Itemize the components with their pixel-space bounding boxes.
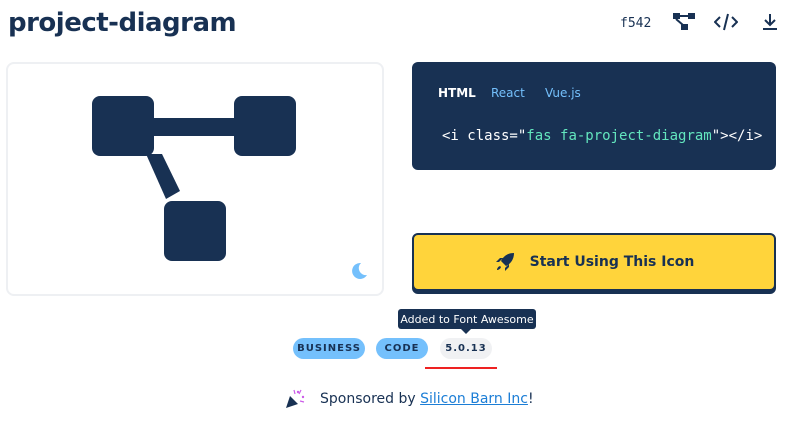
project-diagram-icon	[92, 96, 296, 261]
version-underline	[425, 367, 497, 369]
tab-vue[interactable]: Vue.js	[545, 86, 581, 100]
party-popper-icon	[286, 389, 305, 408]
project-diagram-icon[interactable]	[672, 10, 696, 34]
snippet-open: <i class="	[442, 128, 527, 144]
sponsor-line: Sponsored by Silicon Barn Inc!	[284, 388, 534, 410]
unicode-value[interactable]: f542	[620, 16, 652, 31]
download-icon[interactable]	[758, 10, 782, 34]
code-panel: HTML React Vue.js <i class="fas fa-proje…	[412, 62, 776, 170]
rocket-icon	[495, 253, 514, 271]
version-badge[interactable]: 5.0.13	[440, 338, 492, 359]
icon-preview	[6, 62, 384, 296]
snippet-class: fas fa-project-diagram	[526, 128, 712, 144]
dark-mode-toggle-icon[interactable]	[350, 262, 368, 280]
tab-react[interactable]: React	[491, 86, 525, 100]
sponsor-suffix: !	[527, 391, 534, 407]
page-title: project-diagram	[8, 8, 237, 38]
sponsor-prefix: Sponsored by	[320, 391, 421, 407]
tag-business[interactable]: BUSINESS	[293, 338, 365, 359]
tab-html[interactable]: HTML	[438, 86, 476, 100]
tag-code[interactable]: CODE	[376, 338, 428, 359]
start-using-button[interactable]: Start Using This Icon	[412, 233, 776, 291]
code-snippet[interactable]: <i class="fas fa-project-diagram"></i>	[442, 128, 762, 144]
version-tooltip: Added to Font Awesome	[398, 309, 536, 334]
code-icon[interactable]	[714, 10, 738, 34]
snippet-close: "></i>	[711, 128, 763, 144]
sponsor-link[interactable]: Silicon Barn Inc	[420, 391, 528, 407]
start-using-label: Start Using This Icon	[529, 254, 695, 270]
sponsor-text: Sponsored by Silicon Barn Inc!	[320, 391, 534, 407]
